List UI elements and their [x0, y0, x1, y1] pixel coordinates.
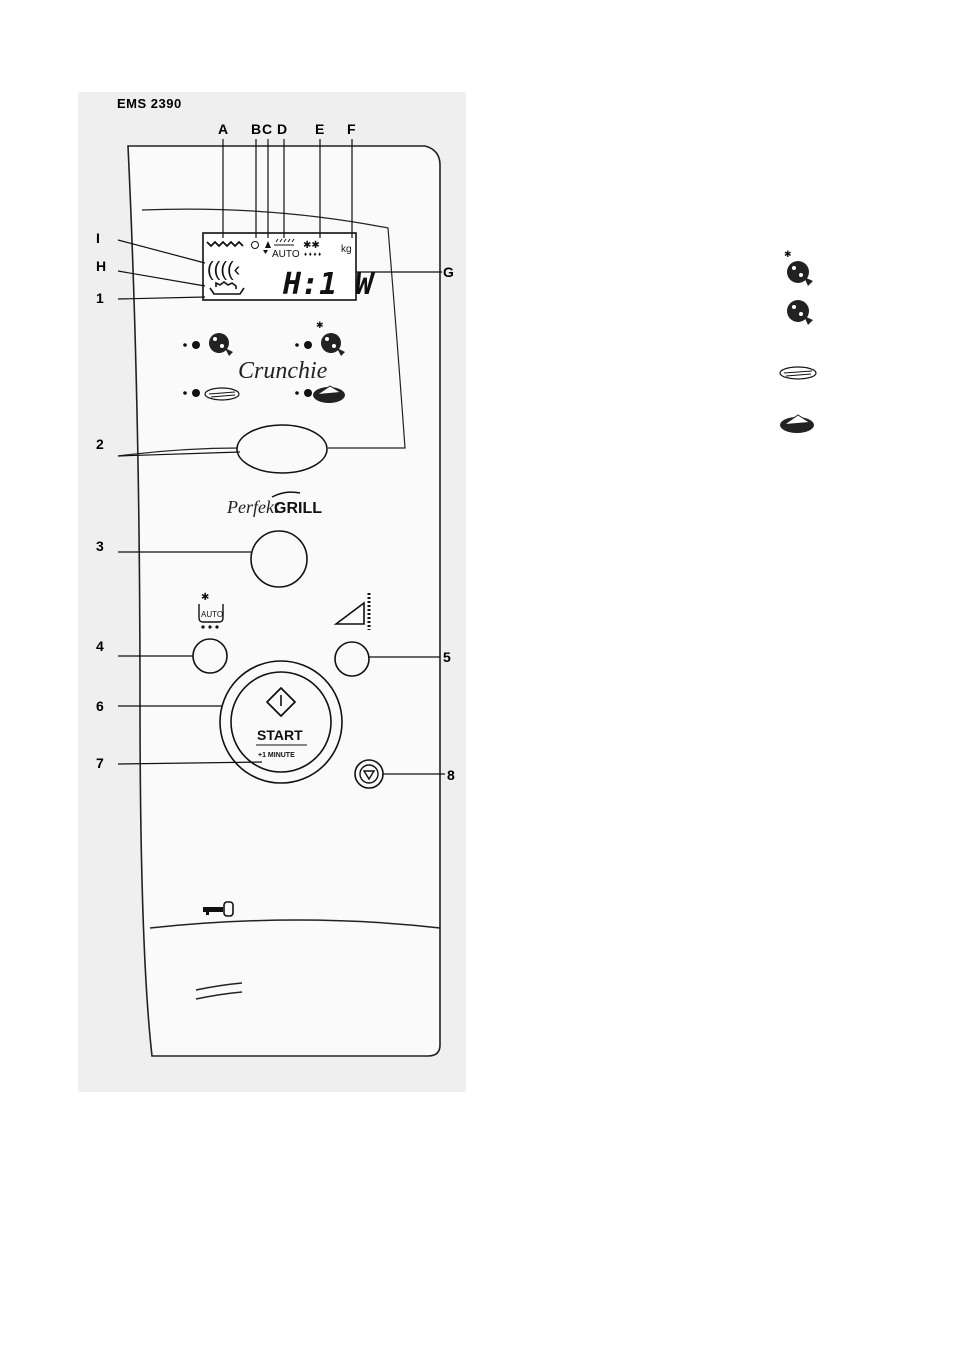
legend-frozen-pizza-icon: ✱ [784, 249, 813, 286]
microwave-waves-icon: ((((‹ [207, 259, 240, 281]
svg-text:AUTO: AUTO [201, 610, 223, 619]
svg-text:✱✱: ✱✱ [303, 240, 320, 251]
legend-pizza-icon [787, 300, 813, 325]
legend-chips-icon [780, 367, 816, 379]
perfekt-grill-button[interactable] [251, 531, 307, 587]
callout-F: F [347, 121, 356, 137]
plus-one-minute-label: +1 MINUTE [258, 752, 295, 759]
callout-C: C [262, 121, 272, 137]
svg-text:✱: ✱ [316, 320, 324, 330]
crunchie-logo: Crunchie [238, 358, 328, 384]
callout-5: 5 [443, 649, 451, 665]
callout-H: H [96, 258, 106, 274]
callout-I: I [96, 230, 100, 246]
callout-G: G [443, 264, 454, 280]
lcd-kg-label: kg [341, 244, 352, 255]
callout-D: D [277, 121, 287, 137]
crunchie-button[interactable] [237, 425, 327, 473]
callout-3: 3 [96, 538, 104, 554]
callout-1: 1 [96, 290, 104, 306]
start-label: START [257, 727, 303, 743]
svg-text:✱: ✱ [784, 249, 792, 259]
auto-defrost-button[interactable] [193, 639, 227, 673]
svg-text:♦ ♦ ♦ ♦: ♦ ♦ ♦ ♦ [304, 252, 321, 258]
lcd-auto-label: AUTO [272, 249, 300, 260]
callout-7: 7 [96, 755, 104, 771]
model-title: EMS 2390 [117, 96, 182, 111]
svg-text:✱: ✱ [201, 592, 209, 603]
perfekt-label: Perfekt [226, 497, 280, 517]
callout-B: B [251, 121, 261, 137]
callout-2: 2 [96, 436, 104, 452]
callout-A: A [218, 121, 228, 137]
legend-pie-icon [780, 415, 814, 433]
callout-E: E [315, 121, 324, 137]
defrost-indicator-icon: ✱✱ ♦ ♦ ♦ ♦ [303, 240, 321, 258]
callout-6: 6 [96, 698, 104, 714]
stop-button[interactable] [355, 760, 383, 788]
callout-4: 4 [96, 638, 104, 654]
power-level-button[interactable] [335, 642, 369, 676]
grill-label: GRILL [274, 500, 322, 517]
callout-8: 8 [447, 767, 455, 783]
